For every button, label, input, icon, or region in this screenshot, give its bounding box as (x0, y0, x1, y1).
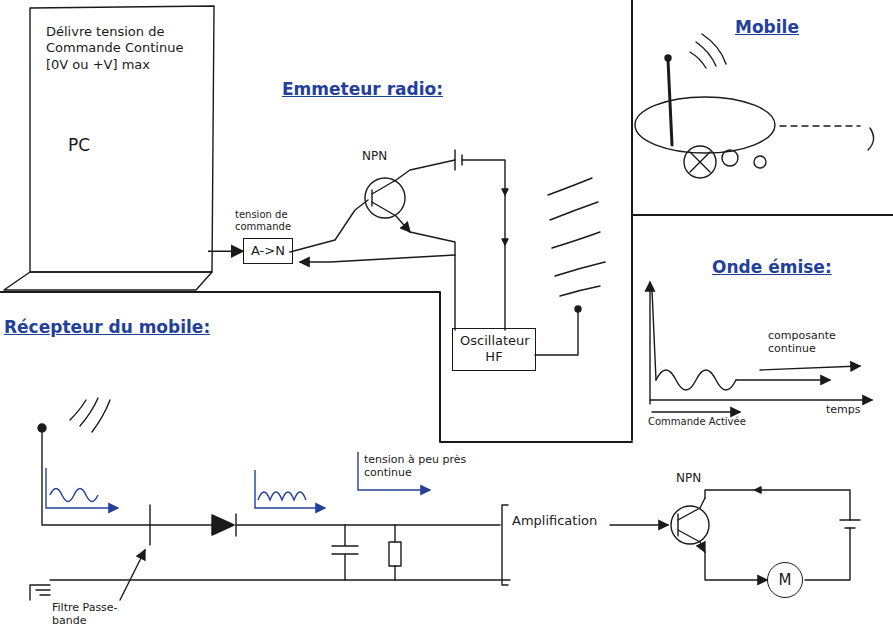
section-heading: Récepteur du mobile: (4, 318, 210, 338)
node-text: Oscillateur HF (460, 333, 528, 366)
section-heading: Emmeteur radio: (282, 80, 443, 100)
axis-label: temps (826, 404, 861, 417)
node-text: M (779, 571, 792, 590)
wave-annotation: Commande Activée (648, 416, 753, 428)
part-label: Filtre Passe-bande (52, 602, 142, 627)
node-subtext: PC (68, 135, 202, 156)
wave-annotation: composante continue (768, 330, 886, 355)
laptop-screen: Délivre tension de Commande Continue [0V… (40, 18, 208, 268)
motor-symbol: M (767, 562, 803, 598)
block-label: Amplification (512, 514, 597, 529)
transistor-label: NPN (676, 472, 701, 486)
node-text: Délivre tension de Commande Continue [0V… (46, 24, 202, 73)
connector-arrow (208, 250, 243, 252)
oscillator-box: Oscillateur HF (452, 328, 536, 371)
node-text: A->N (251, 243, 285, 259)
converter-box: A->N (243, 238, 293, 264)
edge-label: tension de commande (235, 209, 317, 232)
section-heading: Onde émise: (712, 258, 832, 278)
section-heading: Mobile (735, 18, 799, 38)
transistor-label: NPN (362, 150, 387, 164)
signal-annotation: tension à peu près continue (364, 454, 514, 479)
